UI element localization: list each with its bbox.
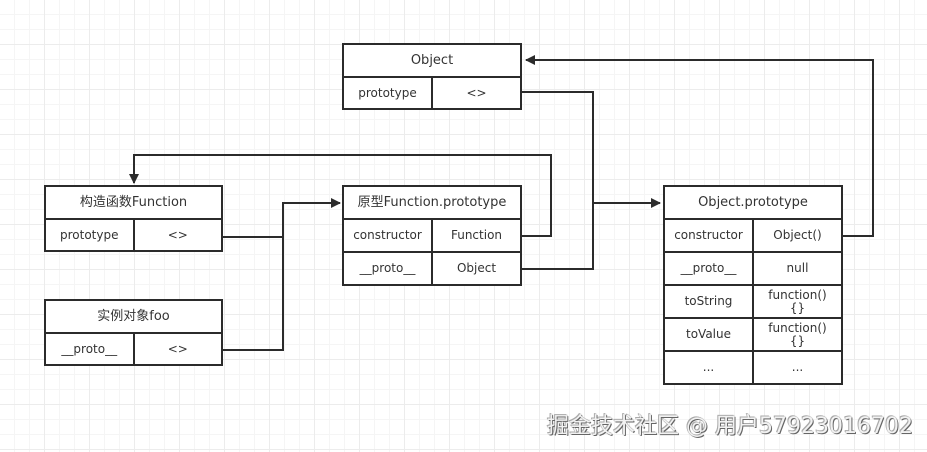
row-key: toValue <box>665 319 754 350</box>
function-prototype-row-constructor: constructor Function <box>344 220 520 253</box>
object-prototype-row-tostring: toString function() {} <box>665 286 841 319</box>
object-box: Object prototype <> <box>342 43 522 110</box>
row-value: Object() <box>773 228 822 242</box>
row-value: null <box>786 261 809 275</box>
object-row-prototype: prototype <> <box>344 78 520 109</box>
instance-foo-box-title: 实例对象foo <box>46 301 221 334</box>
arrow-object-prototype-constructor-to-object <box>525 55 874 237</box>
arrow-function-prototype-constructor-to-function <box>129 154 552 237</box>
row-key: constructor <box>665 220 754 251</box>
arrow-foo-proto-to-function-prototype <box>222 237 284 351</box>
row-value: function() {} <box>768 287 827 315</box>
row-value: ... <box>791 360 804 374</box>
object-prototype-row-constructor: constructor Object() <box>665 220 841 253</box>
object-prototype-row-ellipsis: ... ... <box>665 352 841 383</box>
function-prototype-box: 原型Function.prototype constructor Functio… <box>342 185 522 286</box>
object-prototype-box-title: Object.prototype <box>665 187 841 220</box>
constructor-function-box-title: 构造函数Function <box>46 187 221 220</box>
arrow-constructor-prototype-to-function-prototype <box>222 198 341 238</box>
object-prototype-row-proto: __proto__ null <box>665 253 841 286</box>
constructor-function-box: 构造函数Function prototype <> <box>44 185 223 252</box>
row-value: Function <box>450 228 503 242</box>
row-key: ... <box>665 352 754 383</box>
row-value: Object <box>456 261 497 275</box>
instance-foo-box: 实例对象foo __proto__ <> <box>44 299 223 366</box>
function-prototype-box-title: 原型Function.prototype <box>344 187 520 220</box>
row-value: <> <box>466 86 487 100</box>
row-key: __proto__ <box>344 253 433 284</box>
row-value: function() {} <box>768 320 827 348</box>
row-key: constructor <box>344 220 433 251</box>
row-value: <> <box>167 228 188 242</box>
watermark: 掘金技术社区 @ 用户57923016702 <box>547 414 913 439</box>
arrow-function-prototype-proto-to-object-prototype <box>522 198 661 270</box>
function-prototype-row-proto: __proto__ Object <box>344 253 520 284</box>
row-key: __proto__ <box>665 253 754 284</box>
object-box-title: Object <box>344 45 520 78</box>
row-key: prototype <box>344 78 433 109</box>
row-key: __proto__ <box>46 334 135 365</box>
row-key: toString <box>665 286 754 317</box>
instance-foo-row-proto: __proto__ <> <box>46 334 221 365</box>
object-prototype-box: Object.prototype constructor Object() __… <box>663 185 843 385</box>
object-prototype-row-tovalue: toValue function() {} <box>665 319 841 352</box>
constructor-function-row-prototype: prototype <> <box>46 220 221 251</box>
row-value: <> <box>167 342 188 356</box>
arrow-object-prototype-to-object-prototype <box>522 91 594 203</box>
row-key: prototype <box>46 220 135 251</box>
